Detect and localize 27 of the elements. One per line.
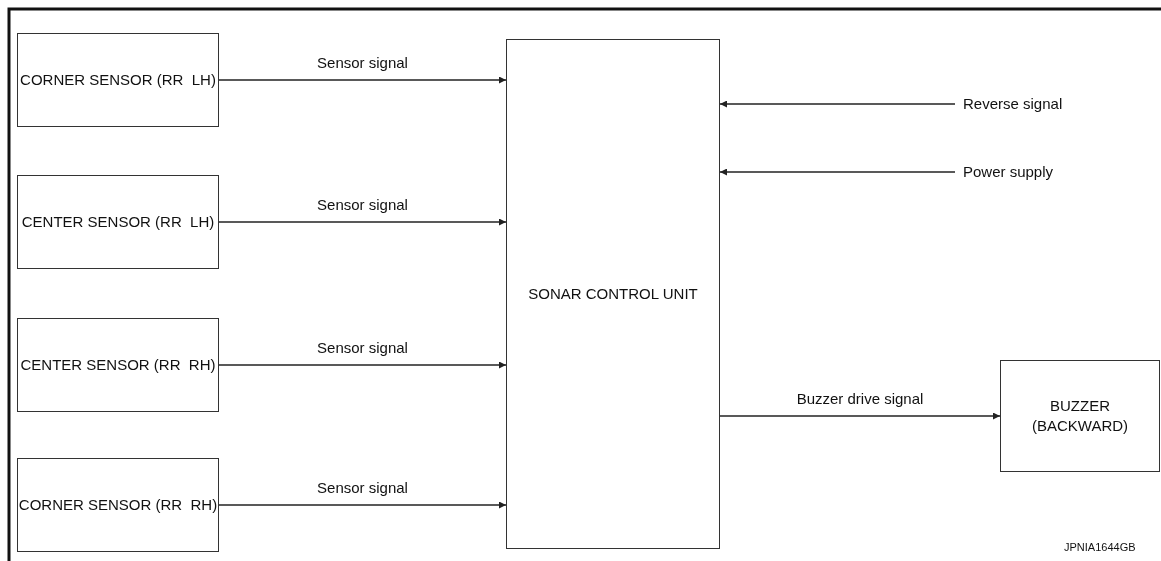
signal-label: Power supply	[963, 160, 1093, 184]
block-label: CORNER SENSOR (RR LH)	[20, 70, 216, 90]
arrow	[218, 218, 507, 226]
block-box	[1000, 360, 1160, 472]
edge-label: Sensor signal	[315, 339, 410, 356]
block-box	[506, 39, 720, 549]
block-label: CENTER SENSOR (RR LH)	[21, 212, 215, 232]
arrow	[719, 412, 1001, 420]
signal-label: Reverse signal	[963, 92, 1103, 116]
edge-label: Sensor signal	[315, 54, 410, 71]
arrow	[719, 168, 956, 176]
block-label: CORNER SENSOR (RR RH)	[18, 495, 218, 515]
block-label: BUZZER (BACKWARD)	[1030, 396, 1130, 436]
arrow	[218, 361, 507, 369]
block-box	[17, 33, 219, 127]
arrow	[218, 501, 507, 509]
block-box	[17, 458, 219, 552]
block-box	[17, 318, 219, 412]
edge-label: Buzzer drive signal	[794, 390, 926, 407]
edge-label: Sensor signal	[315, 196, 410, 213]
block-box	[17, 175, 219, 269]
block-label: SONAR CONTROL UNIT	[528, 284, 698, 304]
arrow	[719, 100, 956, 108]
edge-label: Sensor signal	[315, 479, 410, 496]
block-label: CENTER SENSOR (RR RH)	[20, 355, 216, 375]
drawing-number: JPNIA1644GB	[1064, 541, 1136, 553]
arrow	[218, 76, 507, 84]
